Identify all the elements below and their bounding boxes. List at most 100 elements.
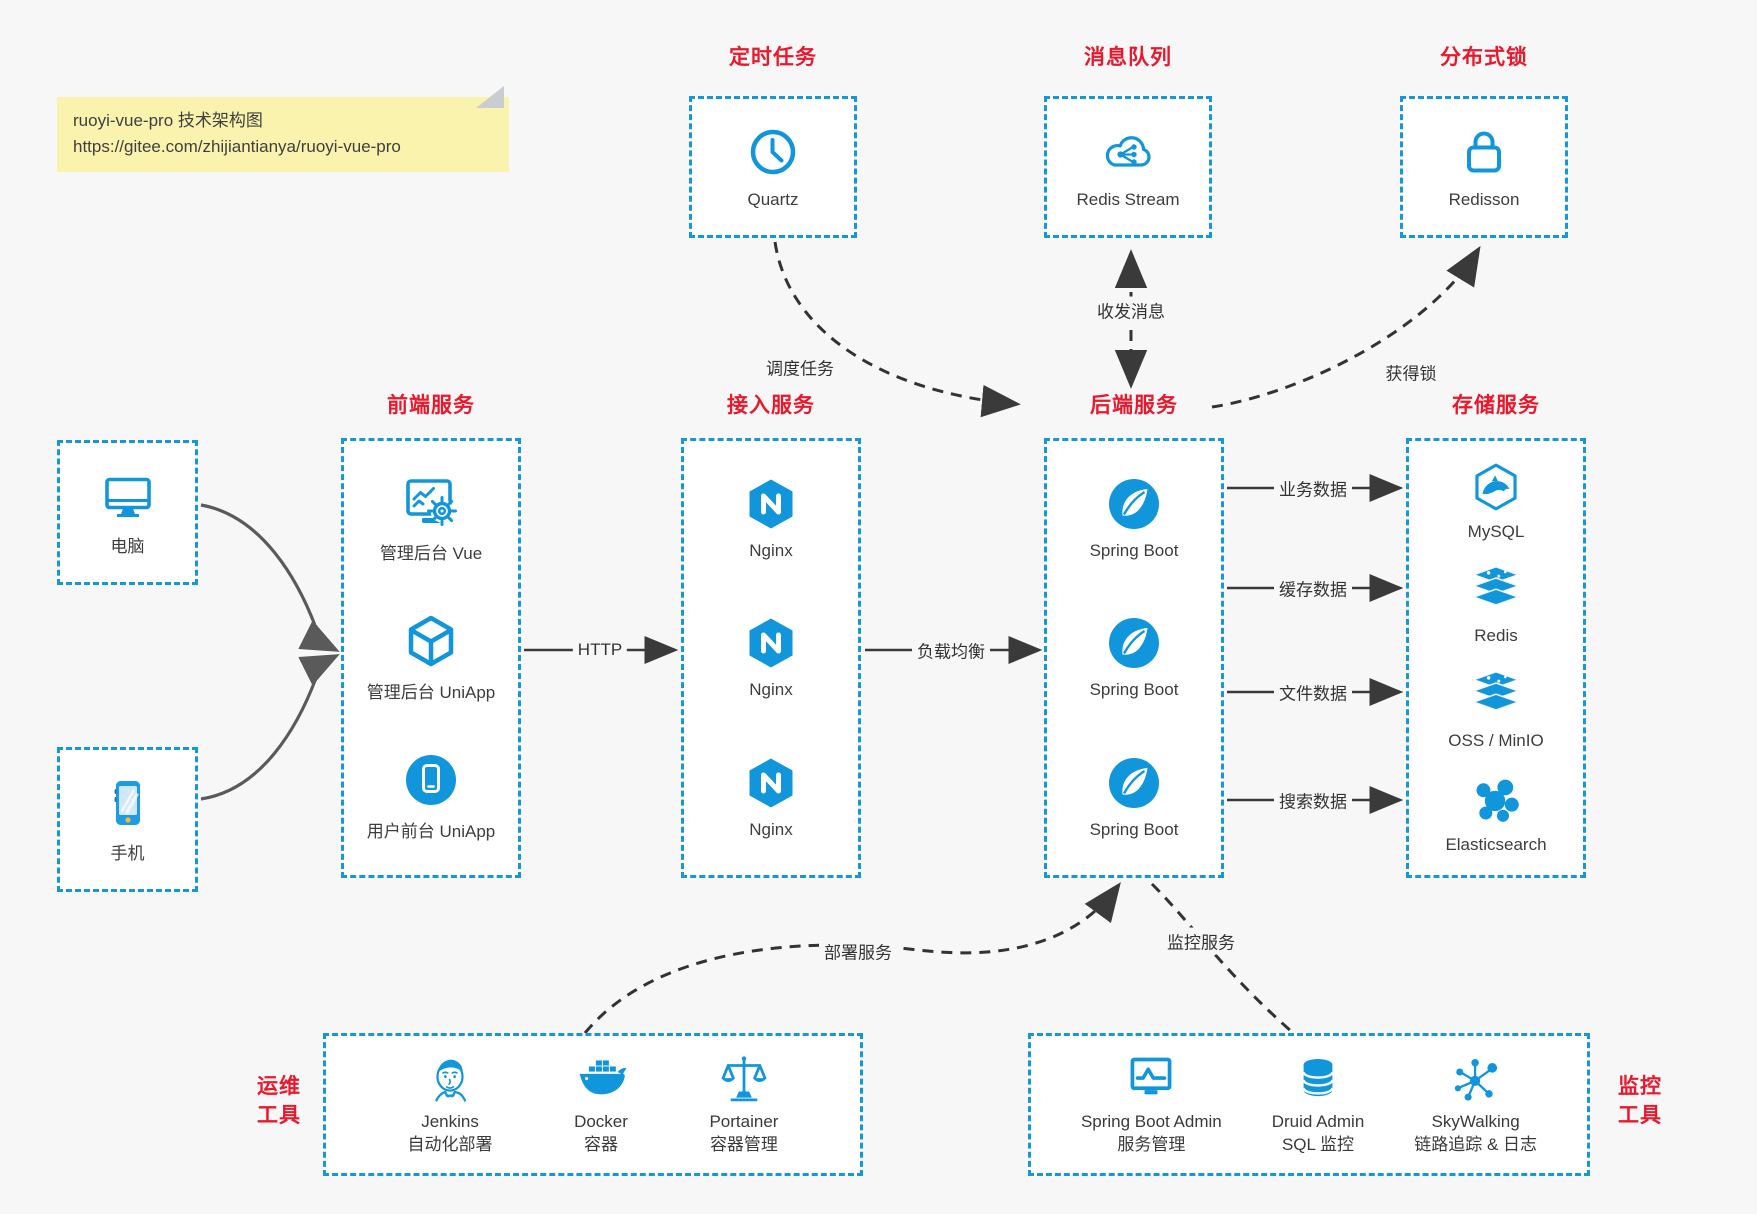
item-name: Docker [574, 1111, 628, 1131]
mysql-icon [1470, 461, 1522, 513]
label-monitor-service: 监控服务 [1162, 927, 1240, 955]
item-label: MySQL [1467, 521, 1525, 541]
item-nginx-3: Nginx [684, 755, 858, 840]
item-label: Redisson [1448, 190, 1520, 209]
item-elasticsearch: Elasticsearch [1409, 774, 1583, 855]
column-frontend-services: 前端服务 管理后台 Vue 管理后台 UniApp 用户前台 UniApp [341, 392, 521, 878]
note-title: ruoyi-vue-pro 技术架构图 [73, 111, 263, 130]
item-desc: 容器管理 [709, 1134, 778, 1154]
group-title: 定时任务 [729, 46, 817, 69]
group-title: 消息队列 [1084, 46, 1172, 69]
sticky-note: ruoyi-vue-pro 技术架构图 https://gitee.com/zh… [57, 86, 509, 172]
item-oss-minio: OSS / MinIO [1409, 670, 1583, 751]
arrow-monitor-service [1150, 882, 1293, 1034]
item-mysql: MySQL [1409, 461, 1583, 542]
desktop-icon [100, 468, 156, 524]
label-cache-data: 缓存数据 [1274, 574, 1352, 602]
column-gateway-services: 接入服务 Nginx Nginx Nginx [681, 392, 861, 878]
label-file-data: 文件数据 [1274, 678, 1352, 706]
label-business-data: 业务数据 [1274, 474, 1352, 502]
item-name: Druid Admin [1271, 1111, 1365, 1131]
item-label: 管理后台 UniApp [366, 682, 496, 702]
column-title: 前端服务 [387, 394, 475, 417]
item-nginx-1: Nginx [684, 476, 858, 561]
client-phone-box: 手机 [57, 747, 198, 892]
item-redis: Redis [1409, 565, 1583, 646]
item-docker: Docker 容器 [574, 1053, 628, 1157]
item-label: Redis Stream [1076, 190, 1180, 209]
item-jenkins: Jenkins 自动化部署 [408, 1053, 493, 1157]
backend-box: Spring Boot Spring Boot Spring Boot [1044, 438, 1224, 878]
column-title: 存储服务 [1452, 394, 1540, 417]
item-name: Jenkins [421, 1111, 479, 1131]
item-label: Nginx [749, 680, 793, 700]
item-spring-boot-3: Spring Boot [1047, 755, 1221, 840]
label-load-balance: 负载均衡 [912, 636, 990, 664]
item-label: Nginx [749, 819, 793, 839]
column-storage-services: 存储服务 MySQL Redis OSS / MinIO Elasticsear… [1406, 392, 1586, 878]
item-spring-boot-1: Spring Boot [1047, 476, 1221, 561]
item-druid-admin: Druid Admin SQL 监控 [1271, 1053, 1365, 1157]
item-label: OSS / MinIO [1448, 730, 1544, 750]
redis-stack-icon [1470, 565, 1522, 617]
redis-stream-box: Redis Stream [1044, 96, 1212, 238]
client-computer-box: 电脑 [57, 440, 198, 585]
column-title: 后端服务 [1090, 394, 1178, 417]
label-schedule-task: 调度任务 [761, 353, 839, 381]
gateway-box: Nginx Nginx Nginx [681, 438, 861, 878]
item-name: Spring Boot Admin [1080, 1111, 1222, 1131]
item-desc: 自动化部署 [407, 1134, 493, 1154]
item-label: Nginx [749, 541, 793, 561]
nginx-icon [743, 755, 799, 811]
item-desc: SQL 监控 [1281, 1134, 1355, 1154]
storage-box: MySQL Redis OSS / MinIO Elasticsearch [1406, 438, 1586, 878]
label-search-data: 搜索数据 [1274, 786, 1352, 814]
item-name: SkyWalking [1431, 1111, 1520, 1131]
label-acquire-lock: 获得锁 [1380, 358, 1442, 386]
note-fold-icon [476, 86, 504, 108]
label-send-receive-message: 收发消息 [1092, 296, 1170, 324]
column-title: 接入服务 [727, 394, 815, 417]
item-skywalking: SkyWalking 链路追踪 & 日志 [1414, 1053, 1537, 1157]
item-admin-vue: 管理后台 Vue [344, 474, 518, 564]
redisson-box: Redisson [1400, 96, 1568, 238]
item-label: Spring Boot [1089, 541, 1179, 561]
mobile-icon [100, 775, 156, 831]
item-label: Quartz [747, 190, 799, 209]
storage-stack-icon [1470, 670, 1522, 722]
monitoring-tools-box: Spring Boot Admin 服务管理 Druid Admin SQL 监… [1028, 1033, 1590, 1176]
database-icon [1292, 1053, 1344, 1105]
item-name: Portainer [709, 1111, 779, 1131]
arrow-phone-frontend [200, 654, 340, 801]
user-app-icon [403, 752, 459, 808]
ops-tools-label: 运维 工具 [257, 1075, 301, 1128]
item-desc: 容器 [583, 1134, 618, 1154]
item-label: Redis [1474, 626, 1518, 646]
uniapp-cube-icon [403, 613, 459, 669]
nginx-icon [743, 476, 799, 532]
jenkins-icon [424, 1053, 476, 1105]
group-title: 分布式锁 [1440, 46, 1528, 69]
item-label: 电脑 [110, 537, 145, 556]
item-label: 用户前台 UniApp [366, 822, 496, 842]
label-http: HTTP [572, 639, 628, 661]
frontend-box: 管理后台 Vue 管理后台 UniApp 用户前台 UniApp [341, 438, 521, 878]
item-admin-uniapp: 管理后台 UniApp [344, 613, 518, 703]
lock-icon [1456, 124, 1512, 180]
group-scheduled-task: 定时任务 Quartz [689, 44, 857, 238]
item-portainer: Portainer 容器管理 [709, 1053, 778, 1157]
docker-whale-icon [575, 1053, 627, 1105]
item-desc: 服务管理 [1117, 1134, 1186, 1154]
monitoring-tools-label: 监控 工具 [1618, 1075, 1662, 1128]
item-label: 手机 [110, 844, 145, 863]
group-message-queue: 消息队列 Redis Stream [1044, 44, 1212, 238]
scales-icon [718, 1053, 770, 1105]
item-spring-boot-admin: Spring Boot Admin 服务管理 [1081, 1053, 1222, 1157]
node-graph-icon [1450, 1053, 1502, 1105]
nginx-icon [743, 615, 799, 671]
item-desc: 链路追踪 & 日志 [1414, 1134, 1538, 1154]
item-label: 管理后台 Vue [379, 543, 483, 563]
spring-boot-icon [1106, 615, 1162, 671]
cloud-share-icon [1100, 124, 1156, 180]
